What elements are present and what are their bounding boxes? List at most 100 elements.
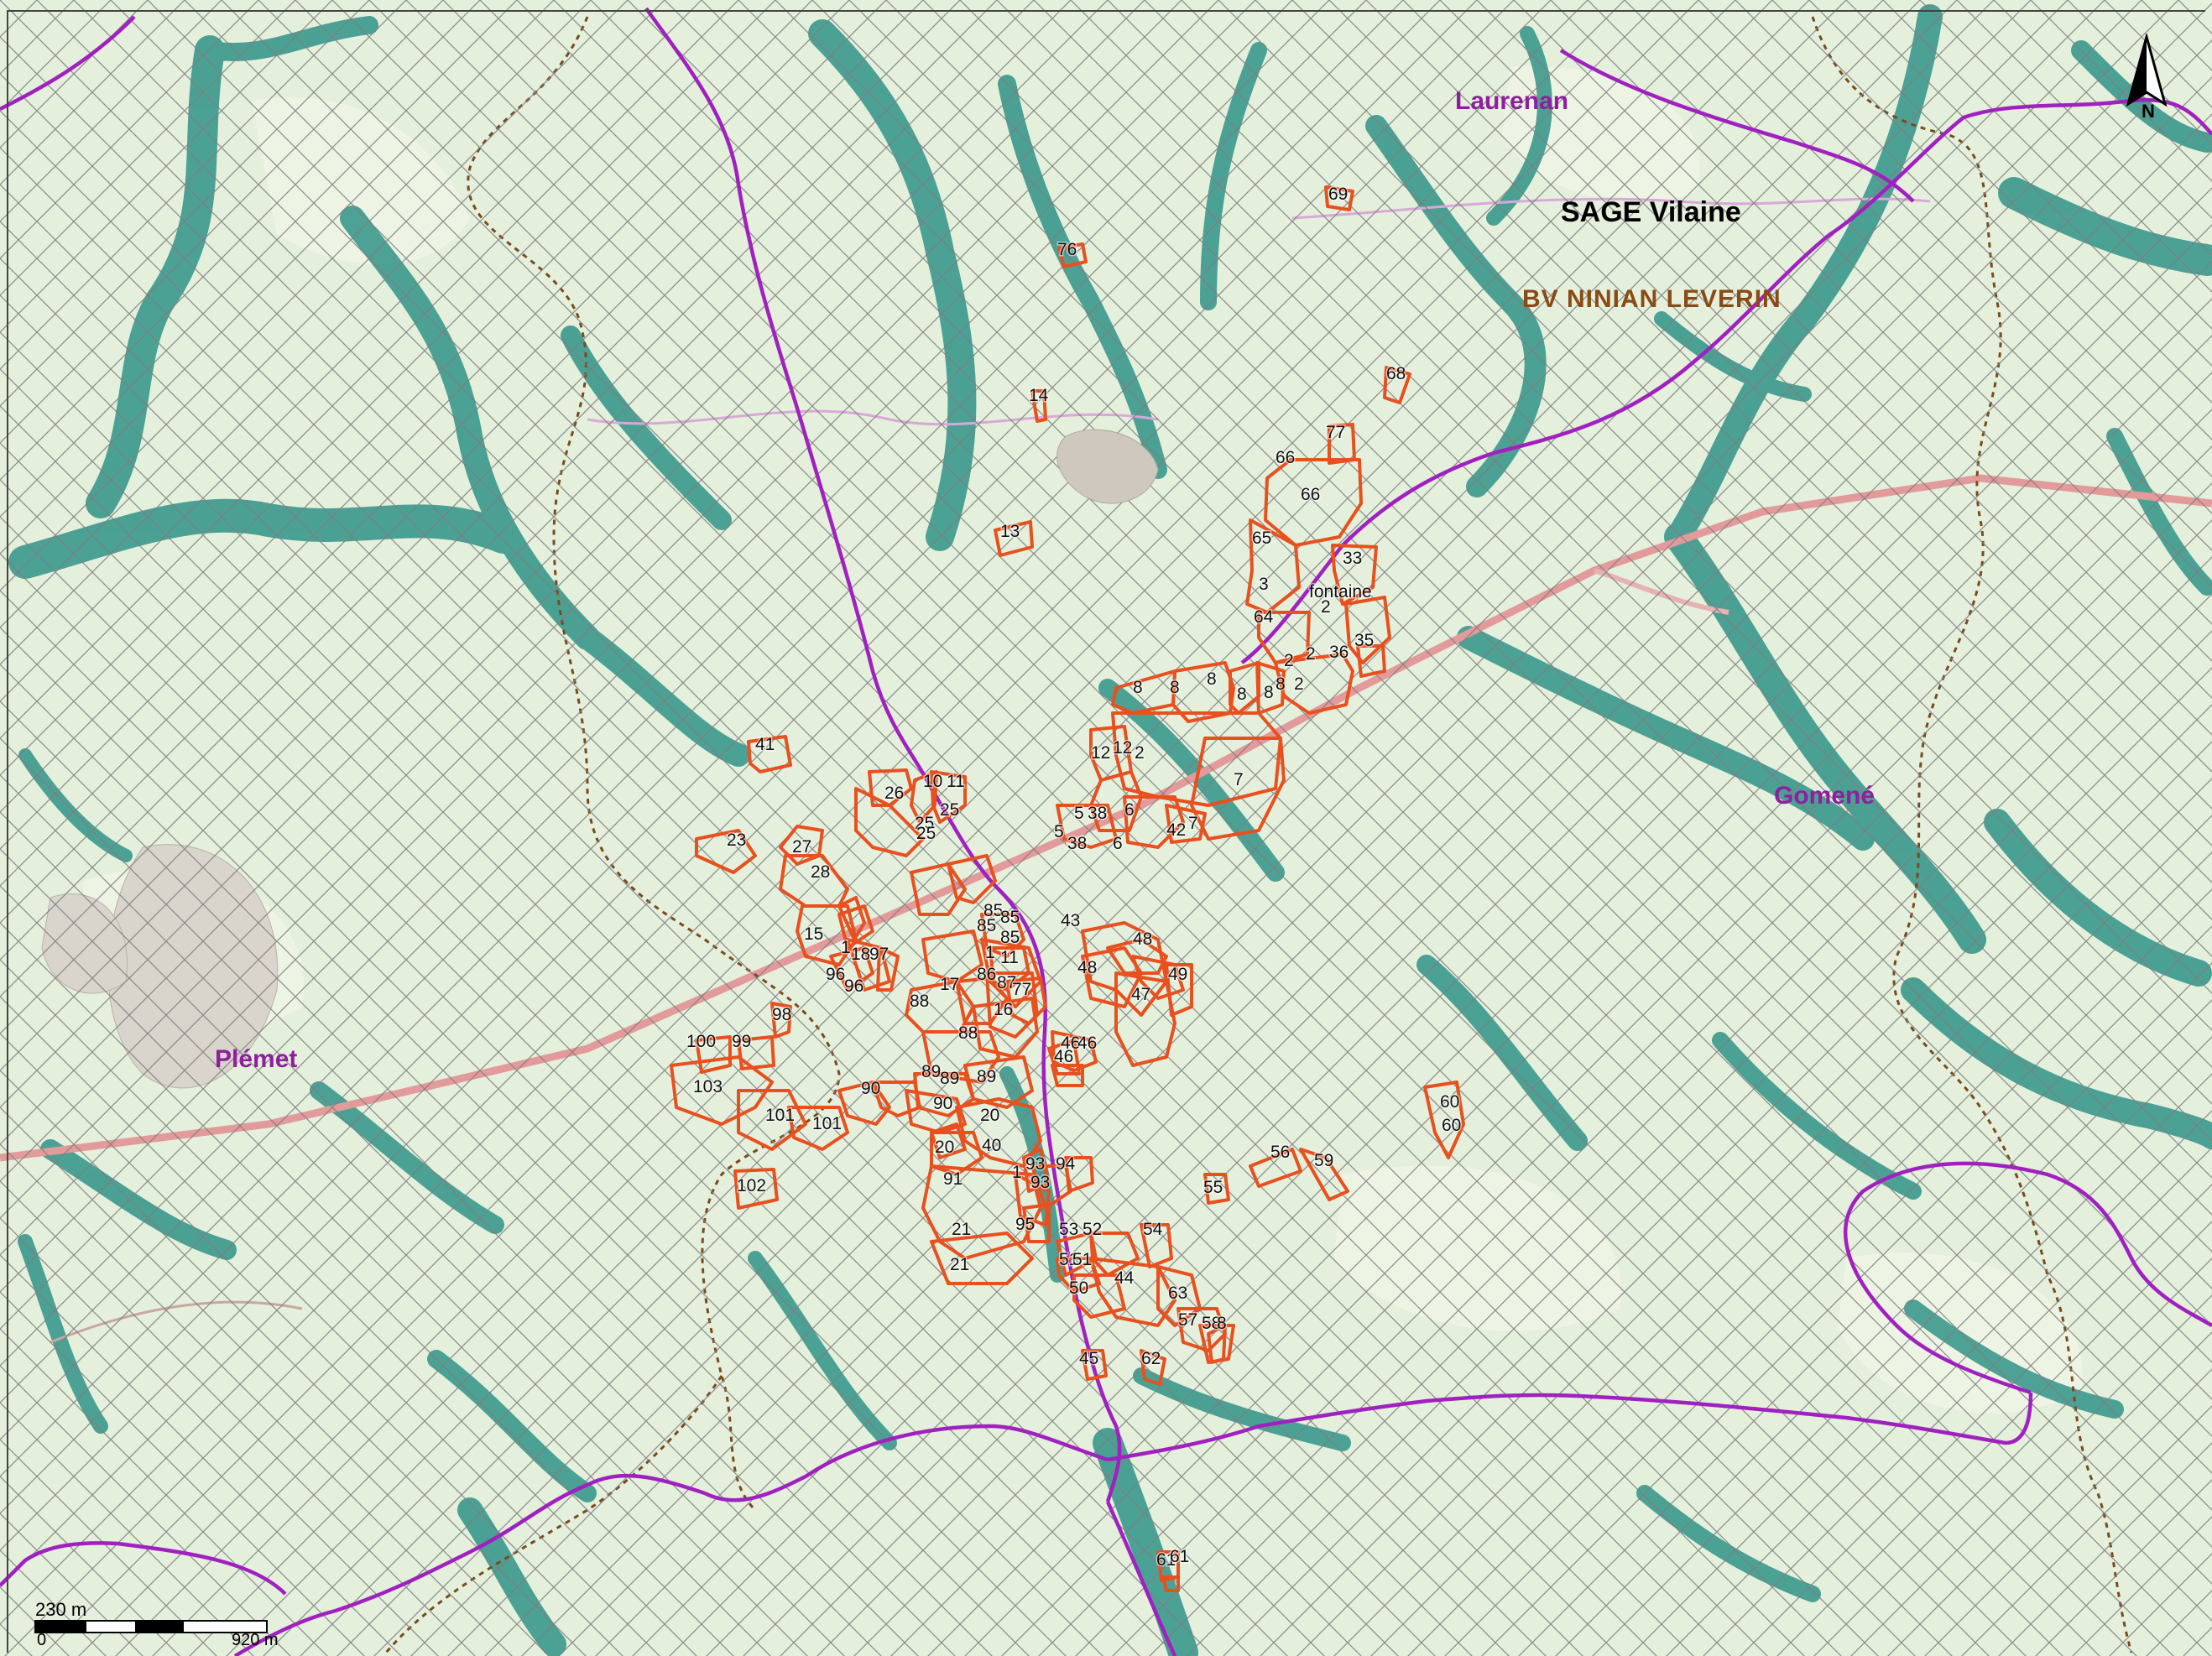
plot-label-93a: 93 <box>1025 1154 1045 1174</box>
plot-label-93b: 93 <box>1030 1173 1050 1192</box>
plot-label-7a: 7 <box>1234 770 1244 789</box>
plot-label-2a: 2 <box>1321 597 1331 617</box>
plot-label-57: 57 <box>1178 1310 1197 1330</box>
plot-label-2c: 2 <box>1306 644 1316 664</box>
plot-label-102: 102 <box>737 1176 766 1195</box>
plot-label-66b: 66 <box>1301 485 1320 504</box>
plot-label-97: 97 <box>869 945 889 964</box>
plot-label-8d: 8 <box>1237 685 1247 704</box>
plot-label-2e: 2 <box>1135 743 1145 763</box>
plot-label-3: 3 <box>1259 575 1269 594</box>
plot-label-18: 18 <box>851 945 870 964</box>
plot-label-101a: 101 <box>765 1106 795 1125</box>
plot-label-47: 47 <box>1131 985 1150 1004</box>
plot-label-fontaine: fontaine <box>1309 582 1372 601</box>
plot-label-62: 62 <box>1141 1349 1161 1368</box>
plot-label-90a: 90 <box>861 1079 880 1098</box>
plot-label-25b: 25 <box>915 814 934 833</box>
plot-label-60a: 60 <box>1440 1092 1459 1112</box>
commune-boundaries <box>0 7 2212 1656</box>
plot-label-99: 99 <box>732 1032 751 1051</box>
scale-bar-graphic <box>34 1620 268 1633</box>
map-frame <box>7 10 2205 1653</box>
scale-top-label: 230 m <box>35 1599 87 1620</box>
plot-label-46a: 46 <box>1061 1034 1080 1053</box>
plot-label-42: 42 <box>1166 820 1186 840</box>
plot-label-103: 103 <box>693 1077 723 1096</box>
plot-label-85b: 85 <box>1000 908 1020 927</box>
plot-label-64: 64 <box>1254 607 1274 627</box>
plot-label-8a: 8 <box>1133 678 1143 697</box>
plot-label-2b: 2 <box>1284 651 1294 670</box>
plot-label-6b: 6 <box>1113 834 1123 853</box>
plot-label-63: 63 <box>1168 1284 1187 1303</box>
plot-label-39: 89 <box>940 1069 959 1088</box>
plot-label-6a: 6 <box>1124 800 1135 820</box>
plot-label-33: 33 <box>1343 549 1362 568</box>
plot-number-labels: 69 76 68 14 13 77 66 66 65 33 3 fontaine… <box>686 184 1463 1571</box>
plot-label-41: 41 <box>755 735 775 754</box>
plot-label-68: 68 <box>1386 364 1406 383</box>
plot-label-89a: 89 <box>921 1062 941 1081</box>
plot-label-55: 55 <box>1203 1178 1223 1197</box>
plot-label-101b: 101 <box>812 1114 842 1133</box>
plot-label-89b: 89 <box>977 1067 996 1086</box>
plot-label-87: 87 <box>997 973 1016 992</box>
plot-label-11a: 11 <box>947 772 965 791</box>
plot-label-48b: 48 <box>1077 958 1097 977</box>
plot-label-38b: 38 <box>1067 834 1087 853</box>
plot-label-12a: 12 <box>1091 743 1110 763</box>
north-arrow-icon <box>2126 34 2168 107</box>
plot-label-61b: 61 <box>1170 1547 1189 1566</box>
plot-label-46b: 46 <box>1077 1034 1097 1053</box>
plot-label-15: 15 <box>804 924 823 944</box>
plot-label-8c: 8 <box>1207 669 1217 689</box>
plot-label-2d: 2 <box>1294 674 1304 694</box>
plot-label-1a: 1 <box>841 938 851 957</box>
plot-label-20b: 20 <box>935 1138 954 1157</box>
plot-label-21a: 21 <box>952 1220 971 1239</box>
plot-label-28: 28 <box>811 862 830 882</box>
plot-label-40: 40 <box>982 1136 1001 1155</box>
agricultural-plots <box>670 185 1465 1592</box>
plot-label-8b: 8 <box>1170 678 1180 697</box>
plot-label-52: 52 <box>1083 1220 1102 1239</box>
plot-label-85c: 85 <box>977 916 996 935</box>
plot-label-9: 1 <box>1012 1163 1022 1182</box>
plot-label-85a: 85 <box>983 901 1003 920</box>
plot-label-7b: 7 <box>1188 814 1198 833</box>
plot-label-27: 27 <box>792 837 811 857</box>
plot-label-11b: 11 <box>1000 948 1019 967</box>
plot-label-85d: 85 <box>1000 928 1020 947</box>
plot-label-77b: 77 <box>1012 980 1031 999</box>
plot-label-5a: 5 <box>1074 804 1084 823</box>
scale-zero-label: 0 <box>37 1631 47 1649</box>
scale-bar: 230 m 0 920 m <box>34 1599 302 1649</box>
plot-label-20a: 20 <box>980 1106 999 1125</box>
plot-label-36: 36 <box>1329 643 1349 662</box>
plot-label-98: 98 <box>772 1005 791 1024</box>
plot-label-94: 94 <box>1056 1154 1076 1174</box>
plot-label-65: 65 <box>1252 529 1271 548</box>
plot-label-8g: 8 <box>1217 1314 1227 1333</box>
plot-label-100: 100 <box>686 1032 716 1051</box>
plot-label-90b: 90 <box>933 1094 952 1113</box>
plot-label-96a: 96 <box>826 965 845 984</box>
plot-label-96b: 96 <box>844 976 863 996</box>
plot-label-61a: 61 <box>1156 1550 1176 1570</box>
plot-label-10: 10 <box>923 772 942 791</box>
plot-label-14: 14 <box>1029 386 1049 405</box>
plot-label-46c: 46 <box>1054 1047 1073 1066</box>
plot-label-8e: 8 <box>1264 683 1274 702</box>
plot-label-17: 17 <box>940 975 959 994</box>
plot-label-53: 53 <box>1059 1220 1078 1239</box>
plot-label-76: 76 <box>1057 240 1077 259</box>
plot-label-50: 50 <box>1069 1278 1088 1298</box>
plot-label-8f: 8 <box>1276 674 1286 694</box>
plot-label-86: 86 <box>977 965 996 984</box>
plot-label-21b: 21 <box>950 1255 969 1274</box>
laurenan-village <box>1056 429 1159 504</box>
